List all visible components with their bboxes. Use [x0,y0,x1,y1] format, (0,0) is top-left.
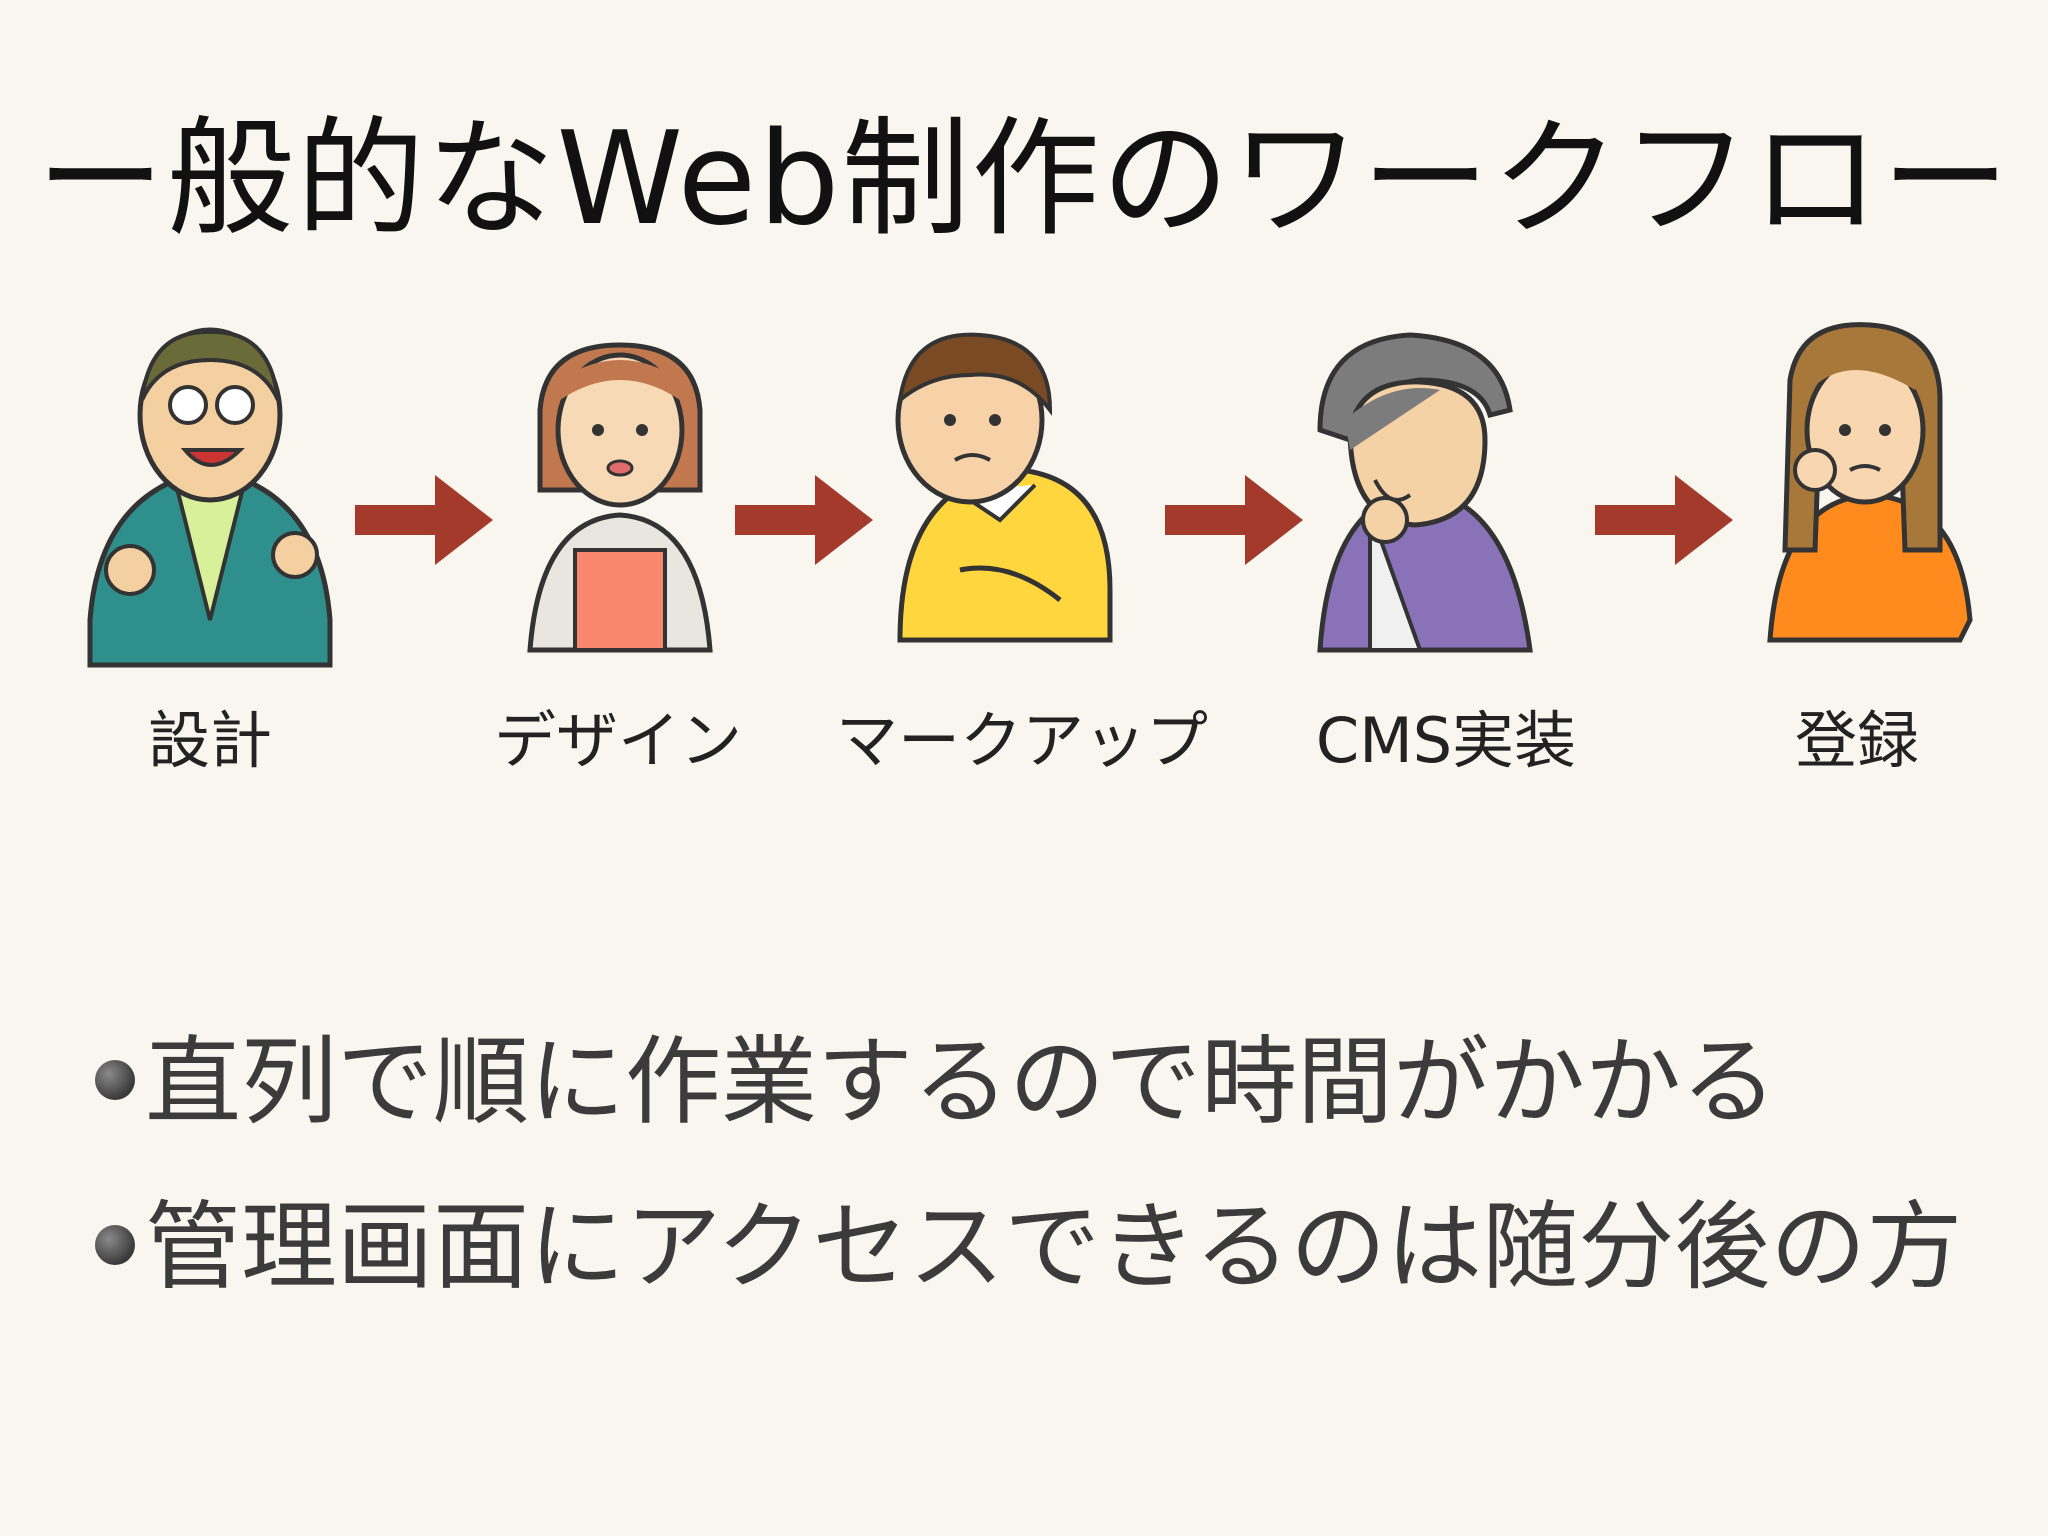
arrow-icon [355,475,493,565]
step-label-cms: CMS実装 [1315,704,1577,777]
coder-icon [895,332,1113,643]
arrow-icon [735,475,873,565]
bullet-item: 管理画面にアクセスできるのは随分後の方 [95,1165,1962,1330]
step-register [1730,320,1990,680]
director-icon [87,327,333,668]
step-design [490,320,750,680]
bullet-text: 管理画面にアクセスできるのは随分後の方 [145,1191,1963,1303]
designer-icon [527,342,713,653]
step-cms [1290,320,1550,680]
bullet-item: 直列で順に作業するので時間がかかる [95,1000,1962,1165]
bullet-text: 直列で順に作業するので時間がかかる [145,1026,1777,1138]
step-label-markup: マークアップ [836,704,1209,777]
editor-icon [1767,322,1973,643]
step-label-design: デザイン [493,704,742,777]
step-design-plan [80,320,340,680]
bullet-icon [95,1225,135,1265]
arrow-icon [1165,475,1303,565]
step-label-register: 登録 [1794,704,1919,777]
bullet-icon [95,1060,135,1100]
arrow-icon [1595,475,1733,565]
page-title: ー般的なWeb制作のワークフロー [36,105,2012,254]
step-markup [860,320,1120,680]
step-label-design-plan: 設計 [147,704,272,777]
bullet-list: 直列で順に作業するので時間がかかる 管理画面にアクセスできるのは随分後の方 [95,1000,1962,1330]
developer-icon [1317,332,1533,653]
